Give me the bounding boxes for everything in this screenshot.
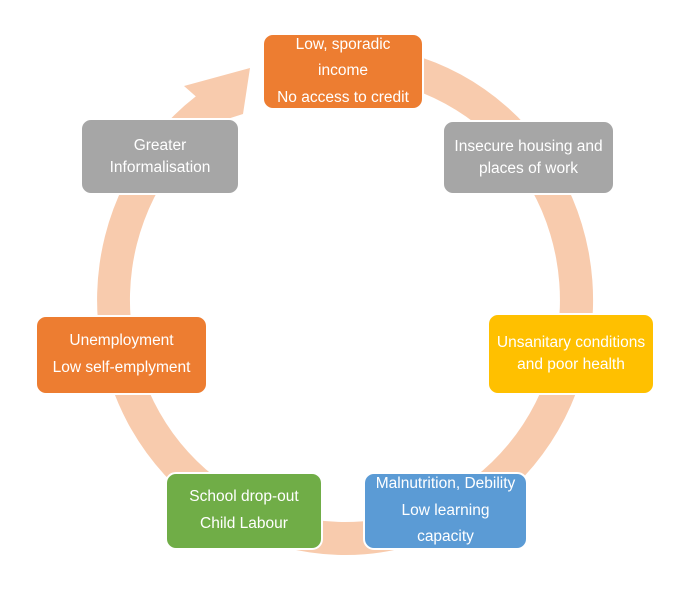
- node-label: Low, sporadic income No access to credit: [277, 35, 409, 106]
- node-insecure-housing: Insecure housing and places of work: [442, 120, 615, 195]
- node-school-dropout-child-labour: School drop-out Child Labour: [165, 472, 323, 550]
- node-malnutrition-debility: Malnutrition, Debility Low learning capa…: [363, 472, 528, 550]
- node-label: Insecure housing and places of work: [454, 137, 603, 177]
- node-low-sporadic-income: Low, sporadic income No access to credit: [262, 33, 424, 110]
- node-label: Unemployment Low self-emplyment: [52, 332, 191, 376]
- node-label: Malnutrition, Debility Low learning capa…: [375, 475, 516, 546]
- node-label: School drop-out Child Labour: [189, 488, 299, 532]
- node-label: Greater Informalisation: [109, 136, 211, 176]
- node-greater-informalisation: Greater Informalisation: [80, 118, 240, 195]
- node-unsanitary-conditions: Unsanitary conditions and poor health: [487, 313, 655, 395]
- node-unemployment: Unemployment Low self-emplyment: [35, 315, 208, 395]
- node-label: Unsanitary conditions and poor health: [496, 334, 646, 373]
